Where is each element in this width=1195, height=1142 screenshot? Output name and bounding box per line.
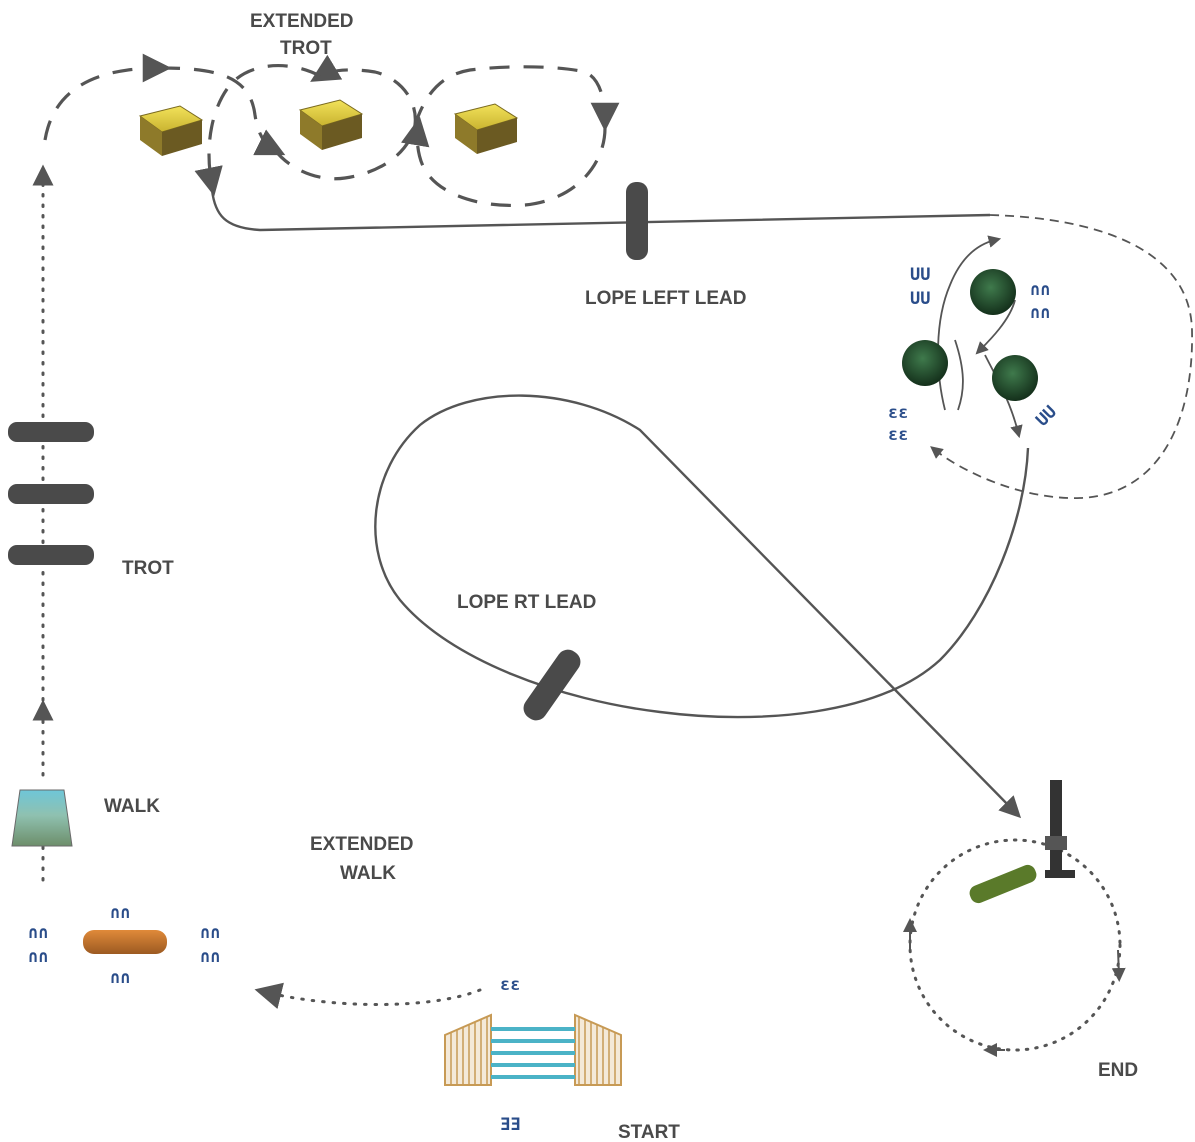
- route-end-circle: [908, 838, 1122, 1052]
- route-serpentine-4: [400, 116, 607, 208]
- water-box-icon: [11, 789, 73, 847]
- hoofprint-icon: ∩∩: [1030, 280, 1050, 300]
- label-lope-rt-lead: LOPE RT LEAD: [457, 592, 596, 613]
- label-trot: TROT: [122, 558, 174, 579]
- mailbox-icon: [969, 780, 1075, 904]
- label-extended-trot-1: EXTENDED: [250, 11, 353, 32]
- route-weave-1: [937, 235, 1002, 411]
- hoofprint-icon: ∩∩: [200, 947, 220, 967]
- log-icon: [969, 864, 1037, 904]
- hay-bale-icon: [138, 105, 204, 156]
- hoofprint-icon: ∩∩: [28, 947, 48, 967]
- route-serpentine-1: [273, 54, 417, 181]
- label-extended-trot-2: TROT: [280, 38, 332, 59]
- hoofprint-icon: ԑԑ: [500, 975, 520, 995]
- hoofprint-icon: UU: [910, 265, 930, 285]
- pole-icon: [626, 182, 648, 260]
- route-start: [254, 982, 482, 1009]
- hoofprint-icon: UU: [1032, 402, 1061, 431]
- log-icon: [83, 930, 167, 954]
- route-lope-rt: [374, 394, 1030, 819]
- route-top-loop-2: [159, 66, 286, 156]
- shrub-icon: [970, 269, 1016, 315]
- hoofprint-icon: ԑԑ: [888, 425, 908, 445]
- route-weave-2: [975, 299, 1016, 355]
- hoofprint-icon: ∩∩: [110, 903, 130, 923]
- label-walk: WALK: [104, 796, 160, 817]
- route-serpentine-3: [413, 65, 620, 132]
- pole-icon: [8, 484, 94, 504]
- shrub-icon: [992, 355, 1038, 401]
- hoofprint-icon: ∩∩: [200, 923, 220, 943]
- hoofprint-icon: ∩∩: [1030, 303, 1050, 323]
- pole-icon: [523, 649, 581, 721]
- shrub-icon: [902, 340, 948, 386]
- label-lope-left-lead: LOPE LEFT LEAD: [585, 288, 747, 309]
- pole-icon: [8, 545, 94, 565]
- label-extended-walk-1: EXTENDED: [310, 834, 413, 855]
- route-lope-left: [210, 189, 991, 232]
- route-right-loop: [930, 214, 1193, 499]
- label-start: START: [618, 1122, 680, 1142]
- pole-icon: [8, 422, 94, 442]
- hoofprint-icon: ԑԑ: [888, 403, 908, 423]
- route-weave-4: [954, 339, 964, 411]
- end-arrow-1: [1111, 949, 1126, 982]
- label-extended-walk-2: WALK: [340, 863, 396, 884]
- hoofprint-icon: ƎƎ: [500, 1115, 520, 1135]
- hoofprint-icon: UU: [910, 289, 930, 309]
- hay-bale-icon: [453, 103, 519, 154]
- route-top-loop: [43, 53, 172, 141]
- label-end: END: [1098, 1060, 1138, 1081]
- hoofprint-icon: ∩∩: [110, 968, 130, 988]
- hoofprint-icon: ∩∩: [28, 923, 48, 943]
- bridge-icon: [444, 1013, 622, 1086]
- hay-bale-icon: [298, 99, 364, 150]
